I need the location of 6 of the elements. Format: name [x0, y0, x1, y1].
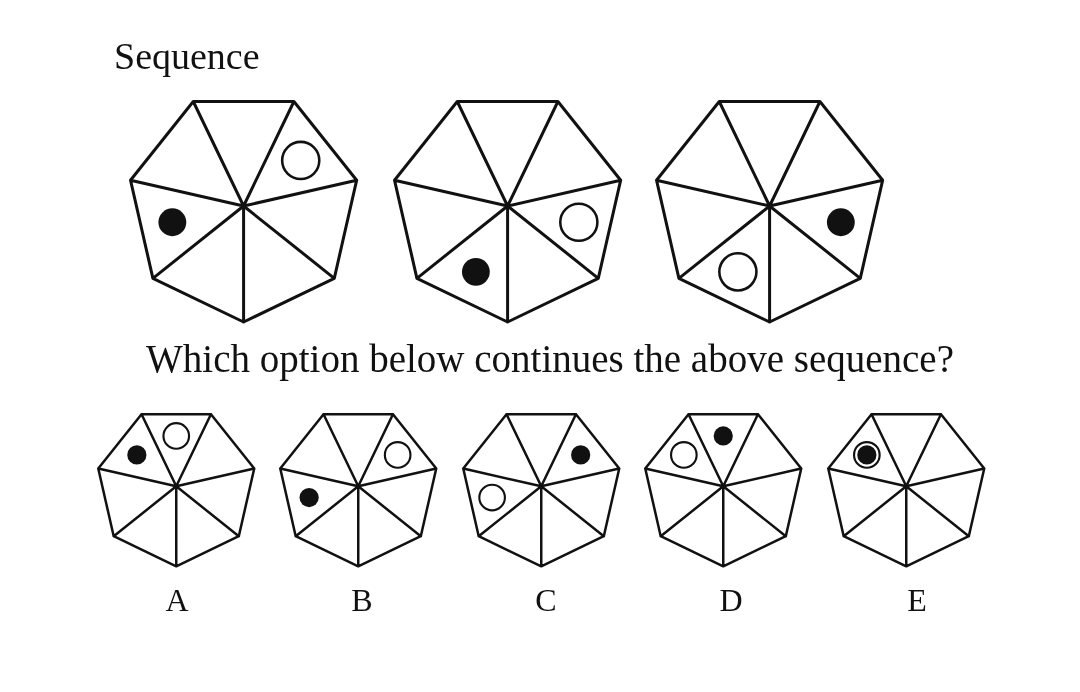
- option-label: D: [719, 584, 743, 616]
- option-label: B: [351, 584, 373, 616]
- option-label: E: [907, 584, 927, 616]
- option-label: C: [535, 584, 557, 616]
- option-label: A: [165, 584, 189, 616]
- title: Sequence: [114, 37, 260, 75]
